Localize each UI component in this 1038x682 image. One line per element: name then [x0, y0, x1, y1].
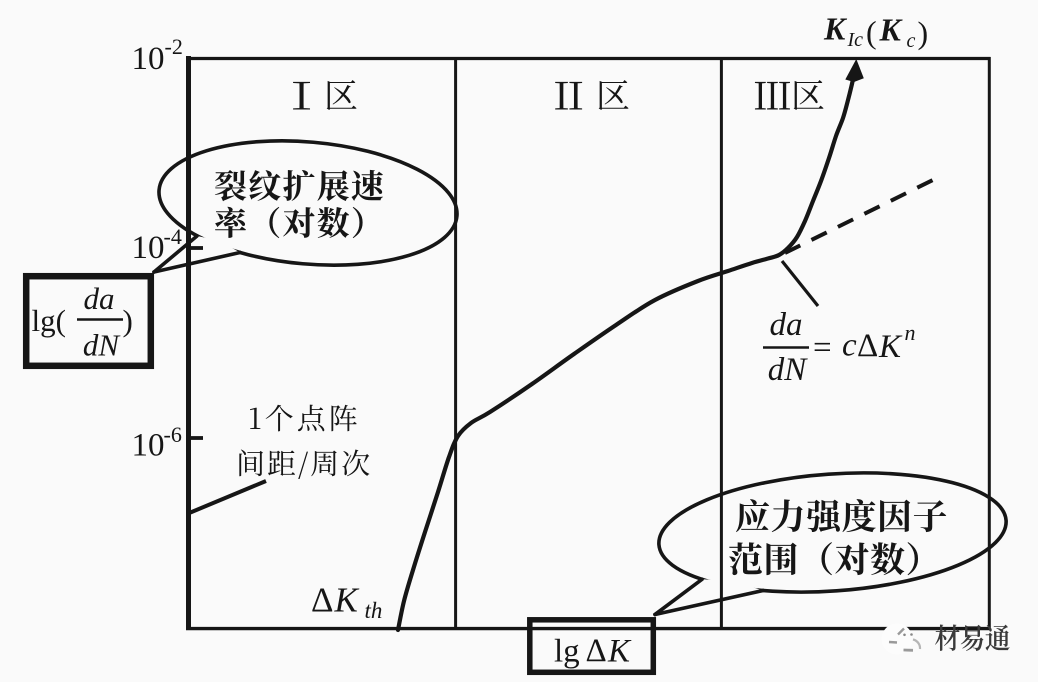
- svg-text:da: da: [84, 281, 115, 316]
- svg-text:lg: lg: [554, 634, 580, 670]
- svg-text:K: K: [879, 12, 904, 48]
- svg-text:K: K: [334, 581, 360, 620]
- svg-text:-4: -4: [164, 224, 182, 249]
- svg-text:): ): [123, 303, 133, 338]
- svg-text:da: da: [770, 307, 803, 343]
- svg-text:dN: dN: [768, 352, 809, 388]
- svg-text:10: 10: [132, 41, 165, 77]
- svg-text:=: =: [813, 330, 832, 366]
- svg-text:-6: -6: [164, 422, 182, 447]
- svg-text:(: (: [866, 14, 877, 50]
- svg-text:dN: dN: [83, 328, 122, 363]
- svg-text:Ic: Ic: [847, 29, 864, 51]
- svg-text:10: 10: [132, 428, 165, 464]
- svg-text:n: n: [905, 320, 916, 345]
- svg-text:c: c: [907, 30, 916, 52]
- svg-text:-2: -2: [165, 34, 183, 59]
- svg-text:10: 10: [132, 230, 165, 266]
- svg-text:Δ: Δ: [857, 328, 878, 364]
- svg-text:th: th: [365, 598, 383, 623]
- svg-text:): ): [918, 15, 929, 51]
- svg-text:c: c: [842, 328, 857, 364]
- svg-text:K: K: [607, 634, 632, 670]
- svg-text:K: K: [878, 329, 903, 365]
- svg-text:Δ: Δ: [311, 581, 334, 620]
- svg-text:K: K: [823, 11, 848, 47]
- svg-text:Δ: Δ: [586, 633, 607, 669]
- svg-text:lg(: lg(: [32, 303, 66, 338]
